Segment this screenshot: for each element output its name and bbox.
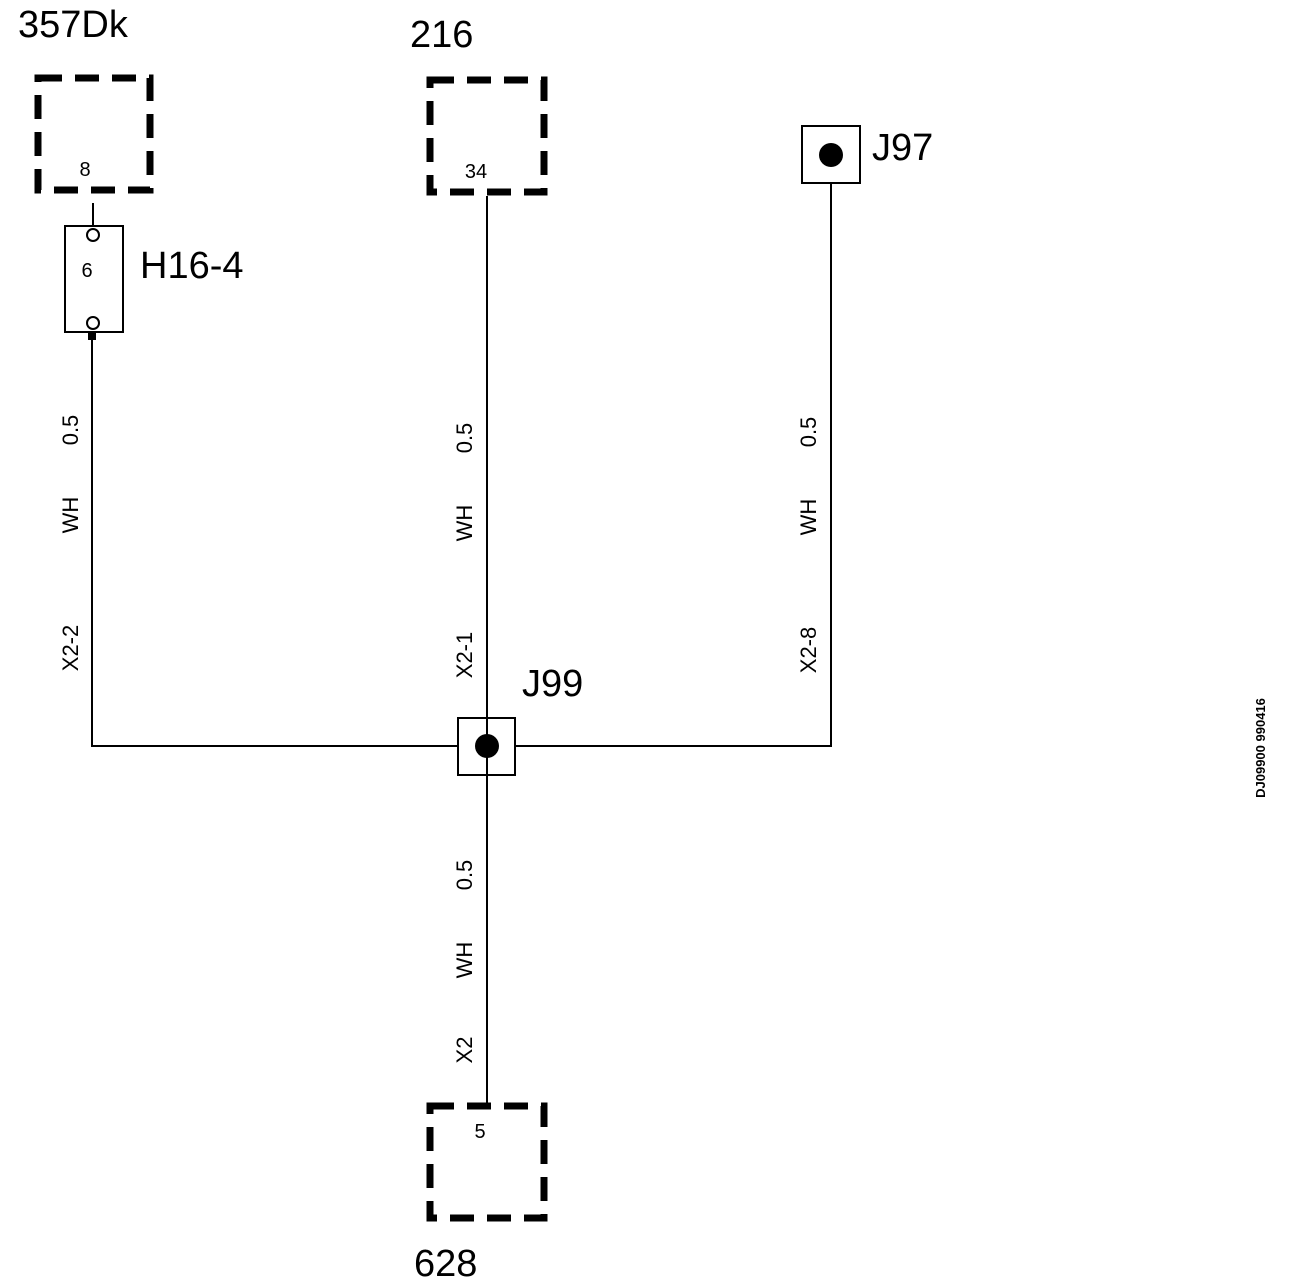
connector-h16-4: 6 H16-4 xyxy=(64,203,244,340)
connector-h16-4-pin: 6 xyxy=(81,260,92,282)
document-id: DJ09900 990416 xyxy=(1253,698,1268,798)
connector-h16-4-bottom-pin xyxy=(86,316,100,330)
component-628-box xyxy=(426,1102,548,1222)
wire-left xyxy=(91,338,487,747)
wire-middle-color: WH xyxy=(452,505,477,542)
junction-j99-label: J99 xyxy=(522,663,583,705)
component-216-label: 216 xyxy=(410,14,473,56)
wire-right-size: 0.5 xyxy=(796,417,821,448)
junction-j99-dot xyxy=(475,734,499,758)
connector-h16-4-top-pin xyxy=(86,228,100,242)
component-628-pin: 5 xyxy=(474,1121,485,1143)
wire-right xyxy=(487,183,832,747)
wire-bottom-color: WH xyxy=(452,942,477,979)
wire-middle-size: 0.5 xyxy=(452,423,477,454)
component-628: 5 628 xyxy=(414,1102,548,1282)
connector-h16-4-terminal xyxy=(88,331,96,340)
component-357dk-label: 357Dk xyxy=(18,4,129,46)
component-357dk-pin: 8 xyxy=(79,159,90,181)
wire-bottom-size: 0.5 xyxy=(452,860,477,891)
junction-j97-label: J97 xyxy=(872,127,933,169)
wire-left-color: WH xyxy=(58,497,83,534)
connector-h16-4-label: H16-4 xyxy=(140,245,244,287)
wire-right-color: WH xyxy=(796,499,821,536)
component-357dk: 357Dk 8 xyxy=(18,4,154,194)
component-216-pin: 34 xyxy=(465,161,487,183)
junction-j97-dot xyxy=(819,143,843,167)
component-628-label: 628 xyxy=(414,1243,477,1282)
component-357dk-box xyxy=(34,74,154,194)
junction-j99: J99 xyxy=(457,663,583,776)
component-216: 216 34 xyxy=(410,14,548,196)
wire-bottom-terminal: X2 xyxy=(452,1037,477,1064)
wire-left-size: 0.5 xyxy=(58,415,83,446)
wire-left-terminal: X2-2 xyxy=(58,625,83,671)
wire-right-terminal: X2-8 xyxy=(796,627,821,673)
component-216-box xyxy=(426,76,548,196)
junction-j97: J97 xyxy=(801,125,933,184)
wire-middle-terminal: X2-1 xyxy=(452,632,477,678)
